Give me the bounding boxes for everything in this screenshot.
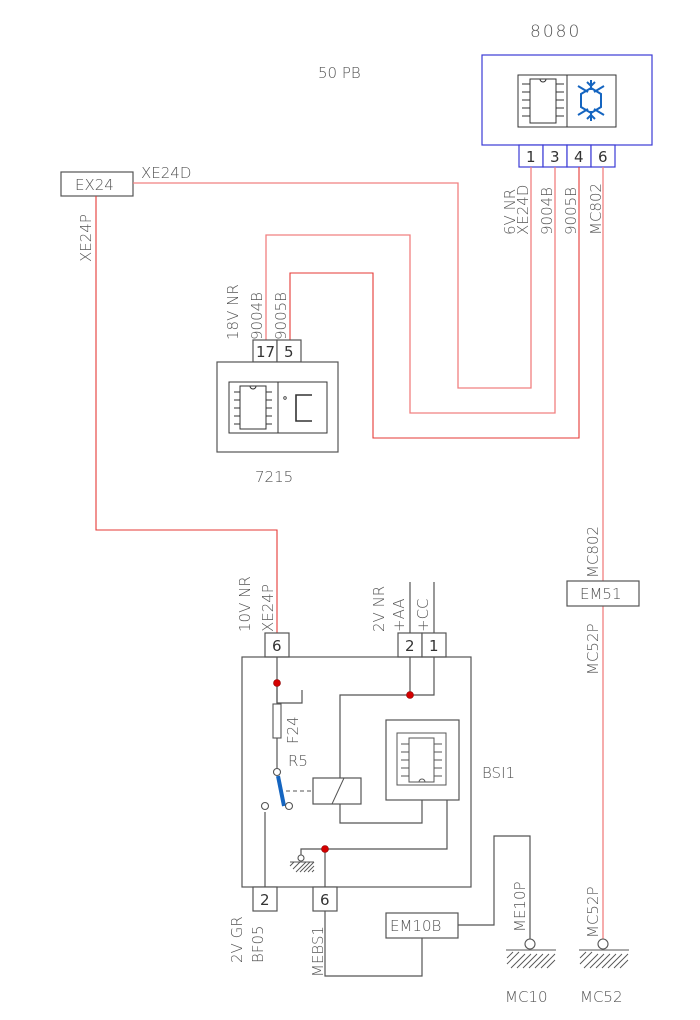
wire-label: MC52P bbox=[584, 886, 602, 938]
pin-label: 2 bbox=[260, 891, 270, 909]
wire-mebs1[interactable] bbox=[324, 911, 423, 977]
ecu-8080-label: 8080 bbox=[530, 22, 581, 42]
wire-label: 9004B bbox=[538, 187, 556, 235]
bsi1-label: BSI1 bbox=[482, 764, 515, 782]
snowflake-icon bbox=[566, 74, 617, 128]
wire-label: XE24P bbox=[77, 214, 95, 262]
pin-box bbox=[252, 886, 278, 912]
wire-label: XE24P bbox=[259, 584, 277, 632]
ground-mc10[interactable]: ME10P MC10 bbox=[505, 881, 556, 1006]
pin-label: 4 bbox=[574, 148, 584, 166]
pin-label: 17 bbox=[256, 343, 275, 361]
wire-label: MEBS1 bbox=[309, 926, 327, 977]
splice-em51-label: EM51 bbox=[580, 585, 622, 603]
chip-icon bbox=[385, 719, 460, 801]
pin-box bbox=[264, 632, 290, 658]
splice-em10b[interactable]: EM10B bbox=[324, 835, 531, 977]
wire-xe24p[interactable] bbox=[95, 196, 278, 636]
relay-r5: R5 bbox=[260, 752, 362, 811]
diagram-title: 50 PB bbox=[318, 64, 361, 82]
pin-label: 6 bbox=[272, 637, 282, 655]
splice-em51-body bbox=[566, 580, 640, 607]
pin-label: 1 bbox=[526, 148, 536, 166]
pin-label: 6 bbox=[320, 891, 330, 909]
ground-mc10-label: MC10 bbox=[505, 988, 548, 1006]
pin-label: 2 bbox=[405, 637, 415, 655]
bsi1-module[interactable]: 10V NR XE24P 2V NR +AA +CC 6 2 1 F24 bbox=[228, 576, 515, 977]
harness-wires bbox=[95, 167, 604, 944]
bsi1-bf05-voltage-label: 2V GR bbox=[228, 916, 246, 963]
chip-icon bbox=[228, 381, 279, 434]
wire-label: 9005B bbox=[562, 187, 580, 235]
ground-icon bbox=[506, 951, 556, 969]
fuse-f24: F24 bbox=[272, 703, 302, 744]
wire-9004b[interactable] bbox=[265, 167, 556, 414]
pin-label: 1 bbox=[429, 637, 439, 655]
wire-me10p[interactable] bbox=[458, 835, 531, 940]
wire-label: +AA bbox=[390, 598, 408, 632]
bsi1-pin6-voltage-label: 10V NR bbox=[236, 576, 254, 632]
wire-label: 9005B bbox=[272, 292, 290, 340]
relay-label: R5 bbox=[288, 752, 308, 770]
junction-node bbox=[321, 845, 329, 853]
display-7215-label: 7215 bbox=[255, 468, 293, 486]
relay-contact-icon bbox=[276, 775, 286, 807]
ground-icon bbox=[579, 951, 629, 969]
splice-em51[interactable]: MC802 EM51 MC52P bbox=[566, 526, 640, 675]
pin-label: 6 bbox=[598, 148, 608, 166]
chip-icon bbox=[517, 74, 568, 128]
fuse-label: F24 bbox=[284, 716, 302, 744]
pin-label: 3 bbox=[550, 148, 560, 166]
wire-label: MC802 bbox=[584, 526, 602, 578]
ecu-8080-voltage-label: 6V NR bbox=[501, 189, 519, 235]
wire-label: XE24D bbox=[141, 164, 191, 182]
display-7215[interactable]: 18V NR 9004B 9005B 17 5 7215 bbox=[216, 284, 339, 486]
connector-ex24-label: EX24 bbox=[75, 176, 114, 194]
wire-label: BF05 bbox=[249, 925, 267, 963]
bsi1-power-voltage-label: 2V NR bbox=[370, 586, 388, 632]
connector-ex24[interactable]: EX24 XE24D XE24P bbox=[60, 164, 191, 262]
ground-terminal-icon bbox=[597, 938, 609, 950]
wire-label: ME10P bbox=[511, 881, 529, 932]
pin-box bbox=[421, 632, 447, 658]
wire-label: +CC bbox=[414, 598, 432, 632]
wire-label: XE24D bbox=[514, 185, 532, 235]
wire-plus-aa-cc[interactable] bbox=[409, 582, 435, 636]
ground-terminal-icon bbox=[524, 938, 536, 950]
wire-label: MC802 bbox=[587, 183, 605, 235]
display-7215-voltage-label: 18V NR bbox=[224, 284, 242, 340]
wire-9005b[interactable] bbox=[289, 167, 580, 439]
pin-label: 5 bbox=[284, 343, 294, 361]
ecu-8080-pins: 1 3 4 6 bbox=[518, 144, 616, 168]
ecu-8080[interactable]: 8080 1 3 4 6 bbox=[481, 22, 653, 235]
celsius-icon bbox=[277, 381, 328, 434]
junction-node bbox=[406, 691, 414, 699]
connector-ex24-body bbox=[60, 171, 134, 197]
wire-label: 9004B bbox=[248, 292, 266, 340]
ground-mc52-label: MC52 bbox=[580, 988, 623, 1006]
pin-box bbox=[312, 886, 338, 912]
wire-label: MC52P bbox=[584, 623, 602, 675]
bsi1-body bbox=[241, 656, 472, 888]
splice-em10b-label: EM10B bbox=[390, 917, 441, 935]
ground-mc52[interactable]: MC52P MC52 bbox=[579, 886, 629, 1006]
wire-xe24d[interactable] bbox=[133, 167, 532, 389]
relay-coil-icon bbox=[312, 777, 362, 805]
ground-icon bbox=[289, 854, 315, 873]
junction-node bbox=[273, 679, 281, 687]
